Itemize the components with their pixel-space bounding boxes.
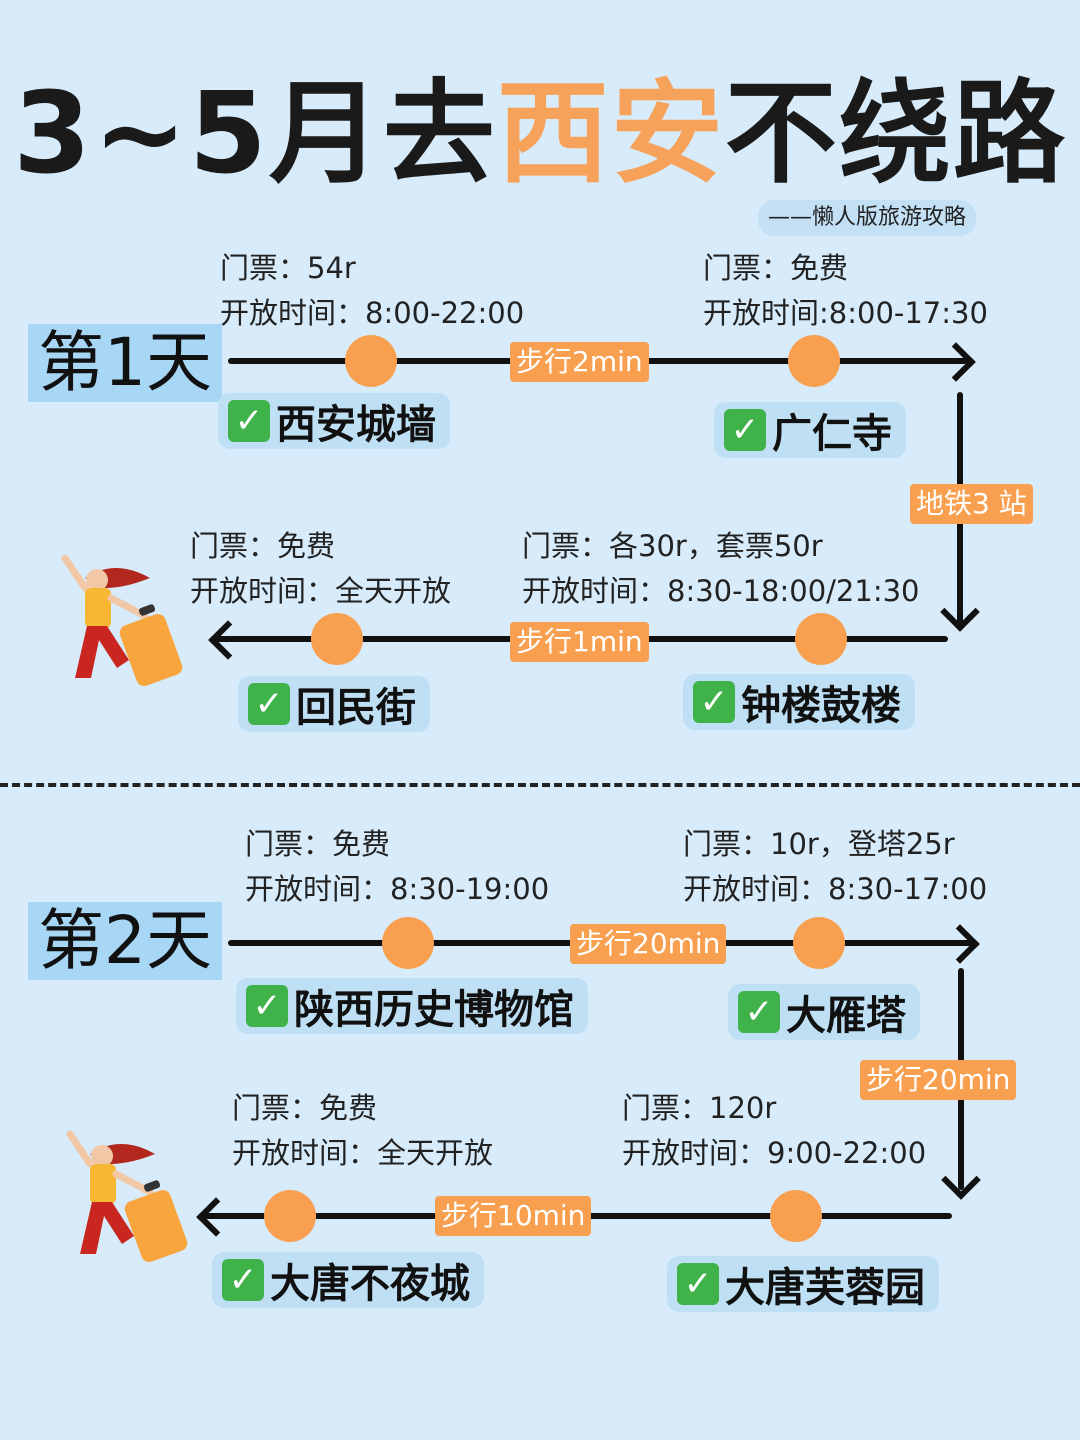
stop-marker [793, 917, 845, 969]
stop-marker [382, 917, 434, 969]
place-label: ✓回民街 [238, 676, 430, 732]
ticket-text: 门票：免费 [232, 1091, 378, 1125]
ticket-text: 门票：免费 [245, 827, 391, 861]
day2-label: 第2天 [28, 902, 222, 980]
hours-text: 开放时间：全天开放 [232, 1136, 494, 1170]
hours-text: 开放时间:8:00-17:30 [703, 296, 988, 330]
place-name: 陕西历史博物馆 [294, 987, 574, 1033]
stop-info: 门票：免费 开放时间:8:00-17:30 [703, 246, 988, 336]
place-name: 西安城墙 [276, 402, 436, 448]
page-title: 3~5月去西安不绕路 [0, 70, 1080, 199]
transfer-badge: 步行20min [570, 924, 727, 964]
stop-info: 门票：免费 开放时间：全天开放 [190, 524, 451, 614]
hours-text: 开放时间：8:30-18:00/21:30 [522, 574, 920, 608]
place-label: ✓西安城墙 [218, 393, 450, 449]
stop-marker [788, 335, 840, 387]
transfer-badge: 步行10min [435, 1196, 592, 1236]
ticket-text: 门票：10r，登塔25r [683, 827, 955, 861]
stop-info: 门票：各30r，套票50r 开放时间：8:30-18:00/21:30 [522, 524, 920, 614]
place-label: ✓陕西历史博物馆 [236, 978, 588, 1034]
place-label: ✓广仁寺 [714, 402, 906, 458]
ticket-text: 门票：免费 [190, 529, 336, 563]
title-part2: 不绕路 [724, 69, 1067, 199]
stop-info: 门票：120r 开放时间：9:00-22:00 [622, 1086, 926, 1176]
subtitle: ——懒人版旅游攻略 [758, 200, 977, 236]
transfer-badge: 地铁3 站 [910, 484, 1033, 524]
stop-marker [264, 1190, 316, 1242]
stop-info: 门票：免费 开放时间：8:30-19:00 [245, 822, 549, 912]
hours-text: 开放时间：全天开放 [190, 574, 452, 608]
stop-info: 门票：免费 开放时间：全天开放 [232, 1086, 493, 1176]
place-label: ✓大唐不夜城 [212, 1252, 484, 1308]
place-name: 大唐不夜城 [270, 1261, 470, 1307]
check-icon: ✓ [248, 683, 290, 725]
hours-text: 开放时间：8:30-19:00 [245, 872, 550, 906]
check-icon: ✓ [246, 985, 288, 1027]
hours-text: 开放时间：9:00-22:00 [622, 1136, 927, 1170]
day1-label: 第1天 [28, 324, 222, 402]
place-label: ✓钟楼鼓楼 [683, 674, 915, 730]
traveler-illustration [61, 554, 183, 687]
check-icon: ✓ [738, 991, 780, 1033]
title-part1: 3~5月去 [13, 69, 497, 199]
stop-marker [795, 613, 847, 665]
place-name: 广仁寺 [772, 411, 892, 457]
stop-marker [770, 1190, 822, 1242]
arrow-down-icon [940, 592, 980, 632]
ticket-text: 门票：54r [220, 251, 356, 285]
place-name: 钟楼鼓楼 [741, 683, 901, 729]
arrow-left-icon [208, 620, 248, 660]
stop-marker [311, 613, 363, 665]
check-icon: ✓ [222, 1259, 264, 1301]
transfer-badge: 步行2min [510, 342, 649, 382]
stop-info: 门票：54r 开放时间：8:00-22:00 [220, 246, 524, 336]
hours-text: 开放时间：8:30-17:00 [683, 872, 988, 906]
arrow-right-icon [936, 342, 976, 382]
place-name: 大雁塔 [786, 993, 906, 1039]
place-name: 回民街 [296, 685, 416, 731]
arrow-right-icon [940, 924, 980, 964]
place-name: 大唐芙蓉园 [725, 1265, 925, 1311]
hours-text: 开放时间：8:00-22:00 [220, 296, 525, 330]
check-icon: ✓ [228, 400, 270, 442]
title-highlight: 西安 [496, 69, 725, 199]
check-icon: ✓ [724, 409, 766, 451]
ticket-text: 门票：免费 [703, 251, 849, 285]
check-icon: ✓ [693, 681, 735, 723]
ticket-text: 门票：120r [622, 1091, 777, 1125]
stop-info: 门票：10r，登塔25r 开放时间：8:30-17:00 [683, 822, 987, 912]
ticket-text: 门票：各30r，套票50r [522, 529, 823, 563]
arrow-down-icon [941, 1160, 981, 1200]
place-label: ✓大唐芙蓉园 [667, 1256, 939, 1312]
place-label: ✓大雁塔 [728, 984, 920, 1040]
traveler-illustration [66, 1130, 188, 1263]
check-icon: ✓ [677, 1263, 719, 1305]
transfer-badge: 步行1min [510, 622, 649, 662]
stop-marker [345, 335, 397, 387]
day-divider [0, 783, 1080, 787]
transfer-badge: 步行20min [860, 1060, 1017, 1100]
